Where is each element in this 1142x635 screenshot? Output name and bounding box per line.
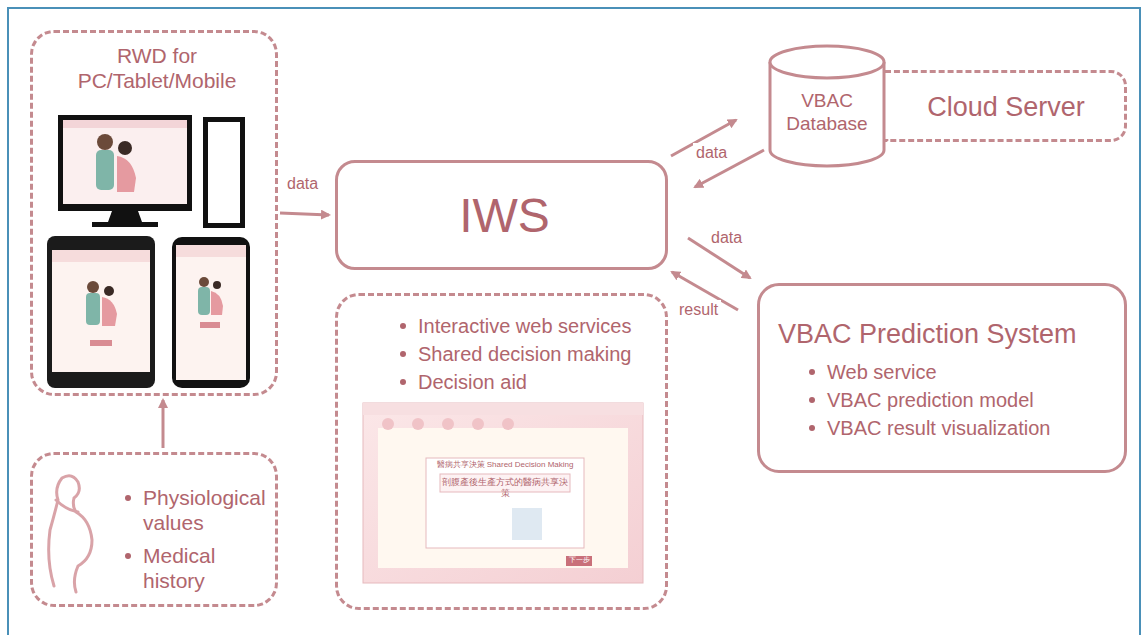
bullet-dot (400, 323, 406, 329)
arrow-connector (280, 213, 329, 215)
diagram-node: VBAC Database (768, 44, 886, 168)
node-title: VBAC Prediction System (778, 318, 1123, 350)
bullet-dot (809, 369, 815, 375)
arrow-connector (162, 400, 165, 448)
bullet-dot (125, 553, 131, 559)
node-title: IWS (338, 187, 671, 245)
bullet-text: Decision aid (418, 370, 661, 394)
diagram-node: IWS (335, 160, 668, 270)
node-title: Cloud Server (885, 91, 1127, 123)
bullet-dot (400, 379, 406, 385)
bullet-text: VBAC prediction model (827, 388, 1120, 412)
diagram-node: Physiological valuesMedical history (30, 452, 278, 607)
bullet-text: Medical history (143, 543, 273, 593)
diagram-node: Interactive web servicesShared decision … (335, 293, 668, 610)
edge-label: data (693, 143, 730, 162)
edge-label: result (676, 300, 721, 319)
bullet-dot (809, 397, 815, 403)
edge-label: data (284, 174, 321, 193)
bullet-text: Web service (827, 360, 1120, 384)
screenshot-text: 剖腹產後生產方式的醫病共享決策 (440, 477, 570, 499)
diagram-node: RWD for PC/Tablet/Mobile (30, 30, 278, 396)
edge-label: data (708, 228, 745, 247)
bullet-text: VBAC result visualization (827, 416, 1120, 440)
bullet-dot (125, 495, 131, 501)
diagram-node: VBAC Prediction SystemWeb serviceVBAC pr… (757, 283, 1127, 473)
bullet-dot (400, 351, 406, 357)
screenshot-text: 下一步 (562, 556, 596, 564)
diagram-node: Cloud Server (885, 70, 1127, 142)
bullet-text: Physiological values (143, 485, 271, 535)
node-title: RWD for PC/Tablet/Mobile (67, 43, 247, 93)
bullet-text: Shared decision making (418, 342, 661, 366)
bullet-dot (809, 425, 815, 431)
node-title: VBAC Database (778, 90, 876, 136)
screenshot-text: 醫病共享決策 Shared Decision Making (430, 460, 580, 470)
bullet-text: Interactive web services (418, 314, 661, 338)
